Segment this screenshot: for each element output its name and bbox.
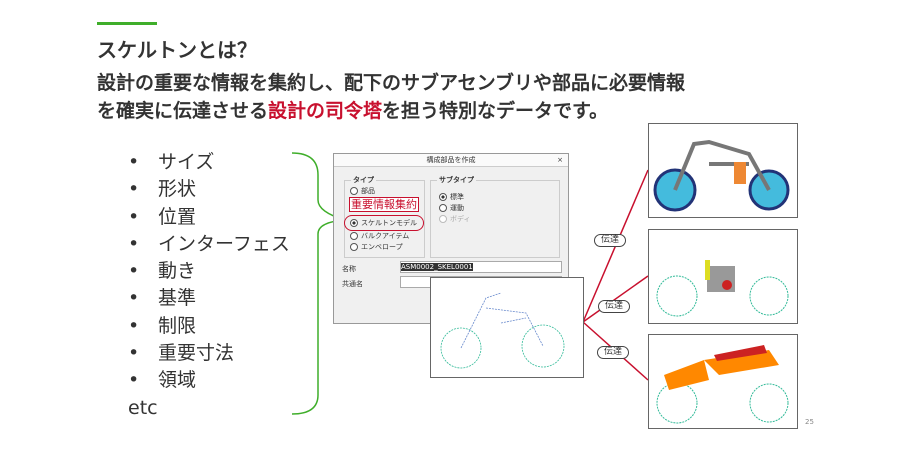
common-name-label: 共通名: [342, 280, 363, 288]
list-item-label: 制限: [158, 314, 197, 337]
bullet-icon: •: [128, 287, 140, 310]
bullet-icon: •: [128, 178, 140, 201]
type-label: タイプ: [351, 176, 376, 185]
option-label: エンベロープ: [361, 243, 403, 251]
list-item: • 重要寸法: [128, 340, 290, 367]
skeleton-motorcycle-icon: [440, 292, 565, 369]
list-item: • 基準: [128, 285, 290, 312]
subtype-label: サブタイプ: [437, 176, 476, 185]
name-label: 名称: [342, 265, 356, 273]
close-icon[interactable]: ×: [557, 156, 563, 164]
page-number: 25: [805, 418, 814, 426]
motorcycle-body-icon: [656, 345, 789, 424]
bullet-list: •サイズ •形状 •位置 •インターフェス •動き •基準 •制限 •重要寸法 …: [128, 149, 290, 422]
bullet-icon: •: [128, 260, 140, 283]
list-item-etc: etc: [128, 395, 290, 422]
list-item-label: 位置: [158, 205, 197, 228]
subtitle-text: を担う特別なデータです。: [382, 100, 609, 122]
list-item: • 形状: [128, 176, 290, 203]
name-input[interactable]: ASM0002_SKEL0001: [400, 261, 562, 273]
type-option-bulk[interactable]: バルクアイテム: [350, 232, 409, 241]
list-item-label: 重要寸法: [158, 342, 235, 365]
bullet-icon: •: [128, 205, 140, 228]
subtype-option-motion[interactable]: 運動: [439, 204, 464, 213]
list-item-label: 基準: [158, 287, 197, 310]
dialog-titlebar: 構成部品を作成 ×: [334, 154, 568, 167]
option-label: 部品: [361, 187, 375, 195]
list-item-label: インターフェス: [158, 232, 290, 255]
list-item-label: 領域: [158, 369, 197, 392]
type-option-part[interactable]: 部品: [350, 187, 375, 196]
subtitle-line-2: を確実に伝達させる設計の司令塔を担う特別なデータです。: [97, 96, 608, 123]
callout-label: 重要情報集約: [349, 197, 419, 212]
option-label: ボディ: [450, 215, 471, 223]
subtype-group: サブタイプ 標準 運動 ボディ: [430, 176, 560, 258]
subtitle-line-1: 設計の重要な情報を集約し、配下のサブアセンブリや部品に必要情報: [97, 72, 686, 94]
option-label: スケルトンモデル: [361, 219, 417, 227]
etc-label: etc: [128, 396, 158, 419]
bullet-icon: •: [128, 314, 140, 337]
option-label: 標準: [450, 193, 464, 201]
subtitle-highlight: 設計の司令塔: [268, 100, 383, 122]
bullet-icon: •: [128, 342, 140, 365]
motorcycle-frame-image: [648, 123, 798, 218]
motorcycle-frame-icon: [653, 139, 790, 212]
highlight-ellipse: [344, 215, 424, 231]
list-item-label: 形状: [158, 178, 197, 201]
type-group: タイプ 部品 スケルトンモデル バルクアイテム エンベロープ: [344, 176, 425, 258]
motorcycle-engine-icon: [656, 260, 789, 317]
transfer-label: 伝達: [594, 234, 627, 247]
skeleton-image: [430, 277, 584, 378]
list-item: • 制限: [128, 313, 290, 340]
transfer-label: 伝達: [598, 300, 631, 313]
subtitle-text: を確実に伝達させる: [97, 100, 269, 122]
bullet-icon: •: [128, 369, 140, 392]
motorcycle-engine-image: [648, 229, 798, 324]
list-item: • 動き: [128, 258, 290, 285]
page-title: スケルトンとは？: [97, 38, 257, 62]
bullet-icon: •: [128, 232, 140, 255]
list-item: • 領域: [128, 367, 290, 394]
name-value: ASM0002_SKEL0001: [401, 263, 473, 271]
list-item: • サイズ: [128, 149, 290, 176]
accent-bar: [97, 22, 157, 25]
subtype-option-body[interactable]: ボディ: [439, 215, 471, 224]
list-item: • 位置: [128, 204, 290, 231]
subtype-option-standard[interactable]: 標準: [439, 193, 464, 202]
option-label: バルクアイテム: [361, 232, 410, 240]
list-item-label: 動き: [158, 260, 197, 283]
transfer-label: 伝達: [597, 346, 630, 359]
list-item-label: サイズ: [158, 151, 215, 173]
option-label: 運動: [450, 204, 464, 212]
list-item: • インターフェス: [128, 231, 290, 258]
type-option-envelope[interactable]: エンベロープ: [350, 243, 403, 252]
dialog-title: 構成部品を作成: [426, 156, 476, 164]
bullet-icon: •: [128, 151, 140, 173]
motorcycle-body-image: [648, 334, 798, 429]
